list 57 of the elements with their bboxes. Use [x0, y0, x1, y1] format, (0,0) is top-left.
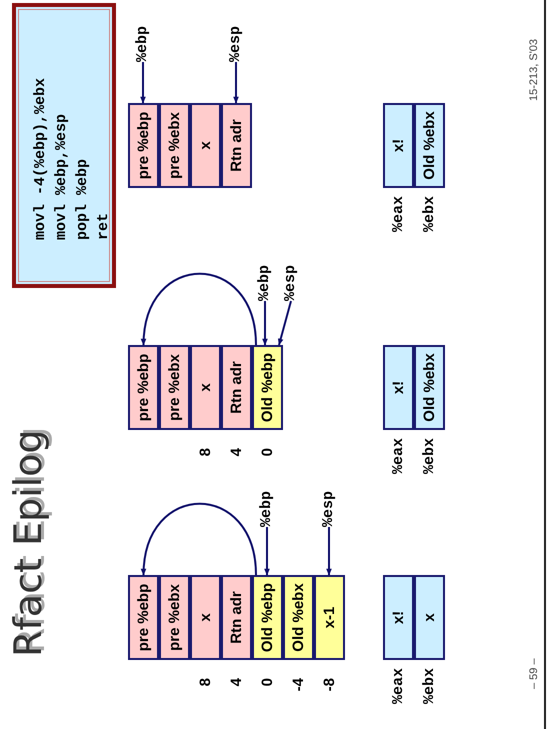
stack-cell: pre %ebp — [128, 575, 159, 660]
stack-cell: x-1 — [314, 575, 345, 660]
offset-label: 4 — [228, 448, 246, 458]
curved-arrow — [141, 502, 257, 576]
code-box — [12, 3, 116, 288]
stack-cell: x — [190, 103, 221, 188]
offset-label: 8 — [196, 448, 214, 458]
stack-cell: pre %ebx — [159, 103, 190, 188]
pointer-label: %ebp — [258, 490, 276, 527]
code-line: popl %ebp — [73, 158, 92, 240]
register-name: %ebx — [420, 196, 438, 234]
code-line: movl %ebp,%esp — [52, 114, 71, 240]
stack-cell: Old %ebp — [252, 575, 283, 660]
code-line: movl -4(%ebp),%ebx — [31, 78, 50, 240]
stack-cell: Rtn adr — [221, 103, 252, 188]
register-cell: x! — [383, 575, 414, 660]
pointer-label: %ebp — [256, 264, 274, 301]
pointer-arrow — [278, 300, 292, 346]
register-name: %eax — [390, 438, 408, 476]
pointer-arrow — [326, 527, 332, 576]
stack-cell: Rtn adr — [221, 575, 252, 660]
pointer-label: %esp — [227, 26, 245, 62]
pointer-arrow — [233, 62, 239, 104]
register-name: %ebx — [420, 438, 438, 476]
pointer-arrow — [264, 527, 270, 576]
stack-cell: pre %ebx — [159, 575, 190, 660]
register-cell: x — [414, 575, 445, 660]
stack-cell: Old %ebx — [283, 575, 314, 660]
stack-cell: pre %ebx — [159, 345, 190, 430]
stack-cell: x — [190, 345, 221, 430]
register-name: %ebx — [420, 668, 438, 706]
register-cell: Old %ebx — [414, 345, 445, 430]
pointer-arrow — [262, 301, 268, 346]
offset-label: 0 — [258, 678, 276, 688]
register-name: %eax — [390, 196, 408, 234]
offset-label: 4 — [228, 678, 246, 688]
register-cell: Old %ebx — [414, 103, 445, 188]
pointer-label: %ebp — [134, 26, 152, 62]
curved-arrow — [141, 272, 257, 346]
footer-text: 15-213, S'03 — [528, 38, 540, 101]
code-line: ret — [94, 212, 113, 240]
offset-label: 8 — [196, 678, 214, 688]
register-cell: x! — [383, 345, 414, 430]
register-name: %eax — [390, 668, 408, 706]
footer-text: – 59 – — [528, 658, 540, 689]
register-cell: x! — [383, 103, 414, 188]
offset-label: -8 — [320, 678, 338, 694]
stack-cell: x — [190, 575, 221, 660]
stack-cell: Rtn adr — [221, 345, 252, 430]
stack-cell: pre %ebp — [128, 103, 159, 188]
pointer-label: %esp — [282, 264, 300, 301]
pointer-label: %esp — [320, 490, 338, 527]
stack-cell: Old %ebp — [252, 345, 283, 430]
stack-cell: pre %ebp — [128, 345, 159, 430]
offset-label: -4 — [290, 678, 308, 694]
slide-title: Rfact Epilog — [6, 429, 50, 657]
pointer-arrow — [140, 62, 146, 104]
